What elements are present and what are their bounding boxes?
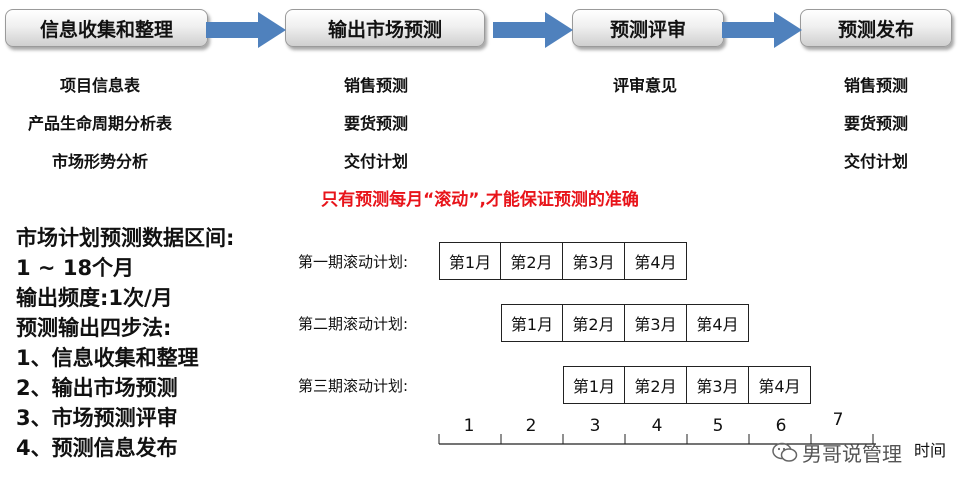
output-item: 评审意见 <box>612 76 678 95</box>
plan-month-cell: 第1月 <box>501 304 563 342</box>
plan-month-cell: 第4月 <box>624 242 687 280</box>
time-axis-tick-label: 2 <box>525 416 537 436</box>
arrow-right-icon <box>493 12 573 48</box>
plan-label: 第二期滚动计划: <box>298 315 409 333</box>
plan-month-cell: 第2月 <box>624 366 687 404</box>
plan-month-cell: 第3月 <box>624 304 687 342</box>
summary-text: 市场计划预测数据区间: 1 ~ 18个月 输出频度:1次/月 预测输出四步法: … <box>16 223 234 463</box>
output-item: 销售预测 <box>343 76 409 95</box>
plan-month-cell: 第4月 <box>686 304 749 342</box>
slogan: 只有预测每月“滚动”,才能保证预测的准确 <box>321 190 639 210</box>
output-item: 要货预测 <box>843 114 909 133</box>
plan-label: 第一期滚动计划: <box>298 253 409 271</box>
summary-line: 4、预测信息发布 <box>16 436 178 460</box>
output-item: 交付计划 <box>843 152 909 171</box>
plan-month-cell: 第4月 <box>748 366 811 404</box>
output-item: 交付计划 <box>343 152 409 171</box>
time-axis-tick-label: 6 <box>775 416 787 436</box>
output-item: 产品生命周期分析表 <box>27 114 173 133</box>
time-axis <box>438 434 876 445</box>
output-item: 销售预测 <box>843 76 909 95</box>
plan-month-cell: 第1月 <box>563 366 625 404</box>
output-item: 市场形势分析 <box>51 152 149 171</box>
summary-line: 1 ~ 18个月 <box>16 256 135 280</box>
time-axis-tick-label: 5 <box>712 416 724 436</box>
plan-label: 第三期滚动计划: <box>298 377 409 395</box>
watermark: 男哥说管理 <box>772 438 902 467</box>
step-publish: 预测发布 <box>800 9 952 47</box>
wechat-icon <box>772 442 798 462</box>
step-forecast-label: 输出市场预测 <box>327 18 442 41</box>
arrow-right-icon <box>722 12 802 48</box>
output-item: 项目信息表 <box>59 76 141 95</box>
plan-month-cell: 第3月 <box>562 242 625 280</box>
step-review: 预测评审 <box>572 9 724 47</box>
arrow-right-icon <box>206 12 286 48</box>
step-collect: 信息收集和整理 <box>5 9 208 47</box>
step-review-label: 预测评审 <box>609 18 686 41</box>
summary-line: 预测输出四步法: <box>16 316 172 340</box>
step-collect-label: 信息收集和整理 <box>39 18 173 41</box>
time-axis-label: 时间 <box>914 441 947 460</box>
time-axis-tick-label: 1 <box>463 416 475 436</box>
time-axis-tick-label: 3 <box>589 416 601 436</box>
plan-month-cell: 第2月 <box>500 242 563 280</box>
watermark-text: 男哥说管理 <box>802 442 902 466</box>
time-axis-tick-label: 7 <box>832 410 844 430</box>
step-publish-label: 预测发布 <box>837 18 914 41</box>
output-item: 要货预测 <box>343 114 409 133</box>
plan-month-cell: 第2月 <box>562 304 625 342</box>
plan-month-cell: 第1月 <box>439 242 501 280</box>
step-forecast: 输出市场预测 <box>285 9 485 47</box>
summary-line: 1、信息收集和整理 <box>16 346 199 370</box>
summary-line: 输出频度:1次/月 <box>16 286 173 310</box>
summary-line: 市场计划预测数据区间: <box>16 226 235 250</box>
time-axis-tick-label: 4 <box>651 416 663 436</box>
summary-line: 3、市场预测评审 <box>16 406 178 430</box>
summary-line: 2、输出市场预测 <box>16 376 178 400</box>
plan-month-cell: 第3月 <box>686 366 749 404</box>
